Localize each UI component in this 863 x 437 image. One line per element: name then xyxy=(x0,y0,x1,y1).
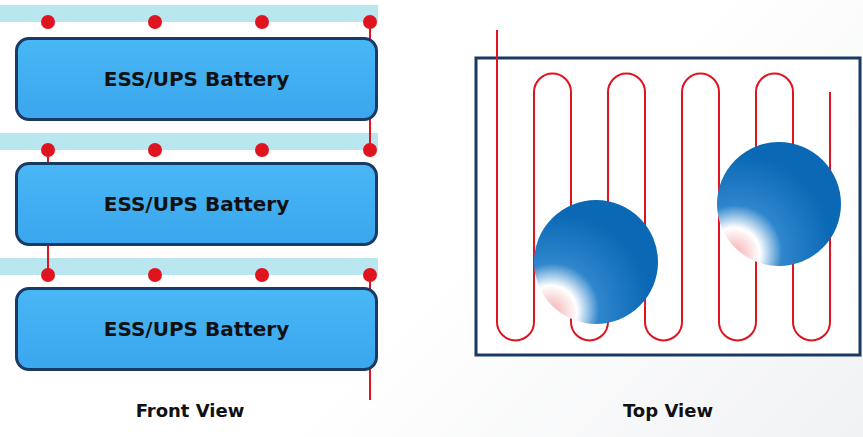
battery-cell xyxy=(534,200,658,324)
battery-cell xyxy=(717,142,841,266)
view-caption: Top View xyxy=(623,400,713,421)
heater-strip xyxy=(0,5,378,22)
sensor-dot xyxy=(255,143,269,157)
battery-label: ESS/UPS Battery xyxy=(104,317,289,341)
sensor-dot xyxy=(41,15,55,29)
sensor-dot xyxy=(41,143,55,157)
sensor-dot xyxy=(363,15,377,29)
sensor-dot xyxy=(148,268,162,282)
battery-label: ESS/UPS Battery xyxy=(104,67,289,91)
battery-label: ESS/UPS Battery xyxy=(104,192,289,216)
battery-box: ESS/UPS Battery xyxy=(15,37,378,121)
sensor-dot xyxy=(363,268,377,282)
sensor-dot xyxy=(41,268,55,282)
view-caption: Front View xyxy=(136,400,245,421)
battery-box: ESS/UPS Battery xyxy=(15,287,378,371)
heater-strip xyxy=(0,133,378,150)
heater-strip xyxy=(0,258,378,275)
sensor-dot xyxy=(255,15,269,29)
sensor-dot xyxy=(363,143,377,157)
sensor-dot xyxy=(148,15,162,29)
sensor-dot xyxy=(255,268,269,282)
sensor-dot xyxy=(148,143,162,157)
battery-box: ESS/UPS Battery xyxy=(15,162,378,246)
